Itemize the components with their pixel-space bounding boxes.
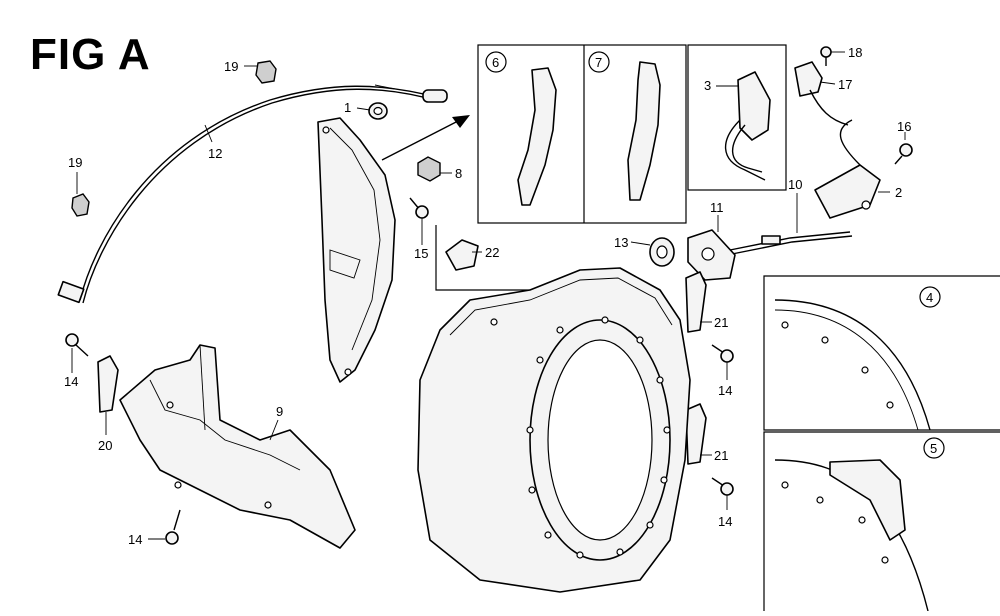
detail-box-4 — [763, 275, 1000, 431]
callout-19-left: 19 — [68, 155, 82, 170]
callout-16: 16 — [897, 119, 911, 134]
callout-8: 8 — [455, 166, 462, 181]
callout-2: 2 — [895, 185, 902, 200]
callout-6: 6 — [492, 55, 499, 70]
callout-1: 1 — [344, 100, 351, 115]
callout-21-lower: 21 — [714, 448, 728, 463]
part-11-connector — [687, 229, 736, 281]
callout-4: 4 — [926, 290, 933, 305]
figure-title: FIG A — [30, 30, 151, 79]
part-10-wires — [729, 231, 853, 255]
detail-arrow — [381, 115, 470, 161]
callout-18: 18 — [848, 45, 862, 60]
callout-15: 15 — [414, 246, 428, 261]
leader-lines — [71, 51, 906, 540]
fan-cover — [417, 267, 691, 593]
part-21-bracket-lower — [685, 403, 707, 465]
detail-box-5 — [763, 431, 1000, 612]
part-20-bracket — [97, 355, 119, 413]
callout-7: 7 — [595, 55, 602, 70]
callout-19-top: 19 — [224, 59, 238, 74]
callout-5: 5 — [930, 441, 937, 456]
part-2-module — [814, 119, 881, 219]
callout-14-left-lower: 14 — [128, 532, 142, 547]
part-19-clip-top — [255, 60, 277, 84]
callout-14-right-upper: 14 — [718, 383, 732, 398]
callout-21-upper: 21 — [714, 315, 728, 330]
callout-12: 12 — [208, 146, 222, 161]
callout-10: 10 — [788, 177, 802, 192]
part-13-grommet — [649, 237, 675, 267]
detail-box-6-7 — [477, 44, 687, 224]
callout-14-right-lower: 14 — [718, 514, 732, 529]
callout-17: 17 — [838, 77, 852, 92]
callout-3: 3 — [704, 78, 711, 93]
part-17-bracket — [794, 61, 849, 126]
part-16-bolt — [894, 143, 913, 165]
part-18-bolt — [820, 46, 832, 66]
part-15-bolt — [409, 197, 429, 219]
part-14-bolt-right-lower — [711, 477, 734, 496]
callout-13: 13 — [614, 235, 628, 250]
part-1-grommet — [368, 102, 388, 120]
part-14-bolt-left-lower — [165, 509, 181, 545]
callout-14-left-upper: 14 — [64, 374, 78, 389]
callout-22: 22 — [485, 245, 499, 260]
callout-20: 20 — [98, 438, 112, 453]
center-baffle — [317, 117, 396, 383]
part-8-clip — [417, 156, 441, 182]
part-14-bolt-right-upper — [711, 344, 734, 363]
callout-11: 11 — [710, 200, 724, 215]
part-3-switch — [687, 44, 787, 191]
part-19-clip-left — [71, 193, 90, 217]
part-12-cable — [57, 84, 448, 304]
callout-9: 9 — [276, 404, 283, 419]
part-21-bracket-upper — [685, 271, 707, 333]
callout-labels: 1 2 3 4 5 6 7 8 9 10 11 12 13 14 14 14 1… — [64, 45, 937, 547]
part-9-shroud — [119, 344, 356, 549]
part-14-bolt-left-upper — [65, 333, 89, 357]
